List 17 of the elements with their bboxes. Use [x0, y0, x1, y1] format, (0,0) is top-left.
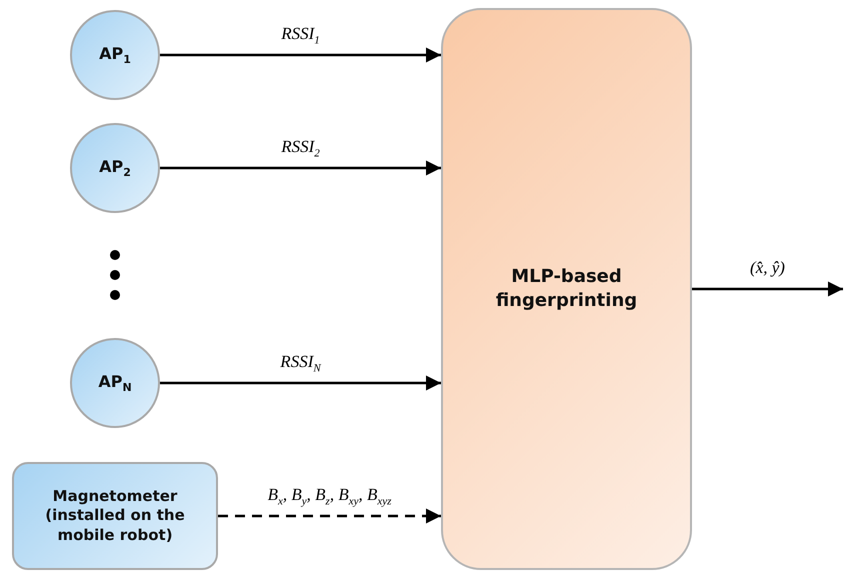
edge-label: B$_{x}$, B$_{y}$, B$_{z}$, B$_{xy}$, B$_{xyz}$ — [266, 486, 394, 508]
arrow — [692, 282, 843, 296]
edge-label: RSSI$_{2}$ — [279, 138, 322, 160]
edge-label: RSSI$_{N}$ — [278, 353, 323, 374]
sensor-box — [12, 462, 218, 570]
node-label: Magnetometer (installed on the mobile robot) — [44, 486, 186, 546]
node-label: AP$_{N}$ — [98, 372, 132, 394]
process-box — [441, 8, 692, 570]
node-label: AP$_{2}$ — [99, 156, 131, 180]
node-label: AP$_{1}$ — [99, 44, 131, 66]
edge-label: (x̂, ŷ) — [748, 259, 787, 278]
arrow — [160, 48, 441, 62]
node-label: MLP-based fingerprinting — [494, 264, 638, 313]
edge-label: RSSI$_{1}$ — [279, 25, 322, 46]
arrow — [160, 376, 441, 390]
arrow — [160, 160, 441, 176]
arrow — [218, 508, 441, 524]
